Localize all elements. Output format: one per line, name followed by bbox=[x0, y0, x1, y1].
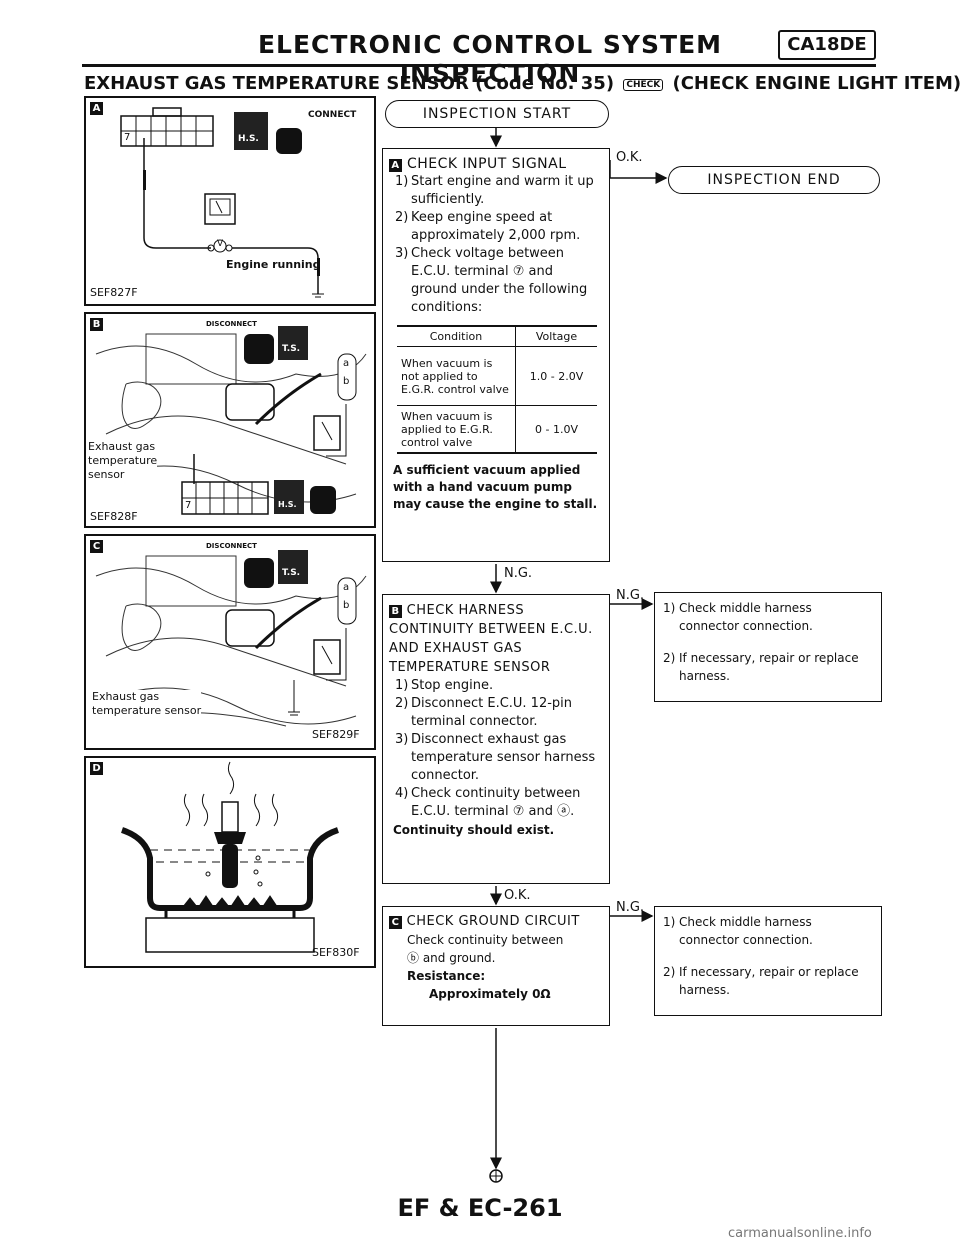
list-item: 1)Check middle harness connector connect… bbox=[663, 915, 813, 947]
step-a-title-row: A CHECK INPUT SIGNAL bbox=[389, 155, 603, 173]
step-c-title: CHECK GROUND CIRCUIT bbox=[406, 914, 580, 929]
ng-label: N.G. bbox=[504, 566, 533, 581]
heated-water-pot-illustration bbox=[120, 761, 340, 953]
subtitle-right: (CHECK ENGINE LIGHT ITEM) bbox=[672, 73, 960, 94]
list-item: 1)Check middle harness connector connect… bbox=[663, 601, 813, 633]
disconnect-label: DISCONNECT bbox=[206, 542, 257, 550]
engine-harness-illustration-c bbox=[95, 550, 367, 727]
hs-label: H.S. bbox=[278, 500, 297, 509]
figure-panel-b: B DISCONNECT T.S. a b Exhaust gas temper… bbox=[84, 312, 376, 528]
figure-code: SEF830F bbox=[312, 946, 360, 959]
sensor-callout-line: temperature bbox=[88, 454, 158, 467]
table-row: When vacuum is not applied to E.G.R. con… bbox=[397, 346, 597, 406]
list-item: 3)Disconnect exhaust gas temperature sen… bbox=[395, 732, 596, 783]
list-item: 2)If necessary, repair or replace harnes… bbox=[663, 965, 859, 997]
step-c-line: ⓑ and ground. bbox=[407, 951, 496, 965]
list-item: 2)If necessary, repair or replace harnes… bbox=[663, 651, 859, 683]
step-a-list: 1)Start engine and warm it up sufficient… bbox=[389, 173, 603, 317]
sensor-callout-line: Exhaust gas bbox=[92, 690, 160, 703]
step-b-list: 1)Stop engine. 2)Disconnect E.C.U. 12-pi… bbox=[389, 677, 603, 821]
list-item: 4)Check continuity between E.C.U. termin… bbox=[395, 786, 581, 819]
ng-action-box-1: 1)Check middle harness connector connect… bbox=[654, 592, 882, 702]
pin-b-label: b bbox=[343, 600, 350, 611]
list-item: 1)Start engine and warm it up sufficient… bbox=[395, 174, 594, 207]
step-a-note: A sufficient vacuum applied with a hand … bbox=[393, 463, 598, 511]
sensor-callout-line: temperature sensor bbox=[92, 704, 202, 717]
engine-code-badge: CA18DE bbox=[778, 30, 876, 60]
sensor-callout: Exhaust gas temperature sensor bbox=[88, 440, 158, 482]
ts-label: T.S. bbox=[282, 344, 301, 354]
ts-label: T.S. bbox=[282, 568, 301, 578]
voltage-condition-table: Condition Voltage When vacuum is not app… bbox=[397, 325, 597, 454]
list-item: 2)Keep engine speed at approximately 2,0… bbox=[395, 210, 581, 243]
panel-a-label: A bbox=[90, 102, 103, 115]
engine-running-caption: Engine running bbox=[226, 258, 321, 271]
engine-harness-illustration-b bbox=[95, 326, 367, 515]
step-c-line: Check continuity between bbox=[407, 933, 564, 947]
sensor-callout-line: Exhaust gas bbox=[88, 440, 156, 453]
table-row: When vacuum is applied to E.G.R. control… bbox=[397, 405, 597, 453]
connector-pin-7: 7 bbox=[185, 500, 192, 511]
table-header: Condition bbox=[397, 325, 516, 347]
check-engine-icon: CHECK bbox=[623, 79, 664, 91]
ok-label: O.K. bbox=[504, 888, 531, 903]
step-c-check-ground: C CHECK GROUND CIRCUIT Check continuity … bbox=[382, 906, 610, 1026]
step-b-note: Continuity should exist. bbox=[393, 823, 555, 837]
step-b-title: CHECK HARNESS CONTINUITY BETWEEN E.C.U. … bbox=[389, 603, 593, 675]
panel-c-label: C bbox=[90, 540, 103, 553]
header-rule bbox=[82, 64, 876, 67]
list-item: 3)Check voltage between E.C.U. terminal … bbox=[395, 246, 588, 315]
meter-symbol: V bbox=[217, 239, 224, 249]
figure-panel-c: C DISCONNECT T.S. a b Exhaust gas temper… bbox=[84, 534, 376, 750]
resistance-value: Approximately 0Ω bbox=[429, 987, 551, 1001]
ng-label: N.G. bbox=[616, 588, 645, 603]
hs-label: H.S. bbox=[238, 134, 259, 144]
figure-panel-a: A CONNECT H.S. 7 V Engine running SEF827… bbox=[84, 96, 376, 306]
subtitle-left: EXHAUST GAS TEMPERATURE SENSOR (Code No.… bbox=[84, 73, 615, 94]
step-b-badge: B bbox=[389, 605, 402, 618]
ng-action-box-2: 1)Check middle harness connector connect… bbox=[654, 906, 882, 1016]
list-item: 1)Stop engine. bbox=[395, 678, 494, 693]
step-a-title: CHECK INPUT SIGNAL bbox=[406, 156, 567, 172]
connector-pin-7: 7 bbox=[124, 132, 131, 143]
step-b-title-row: B CHECK HARNESS CONTINUITY BETWEEN E.C.U… bbox=[389, 601, 603, 677]
figure-code: SEF828F bbox=[90, 510, 138, 523]
sensor-callout-line: sensor bbox=[88, 468, 125, 481]
inspection-start: INSPECTION START bbox=[385, 100, 609, 128]
action-list: 1)Check middle harness connector connect… bbox=[657, 599, 875, 685]
list-item: 2)Disconnect E.C.U. 12-pin terminal conn… bbox=[395, 696, 573, 729]
pin-a-label: a bbox=[343, 582, 350, 593]
step-c-badge: C bbox=[389, 916, 402, 929]
page-title: ELECTRONIC CONTROL SYSTEM INSPECTION bbox=[257, 30, 723, 88]
figure-code: SEF829F bbox=[312, 728, 360, 741]
step-a-check-input-signal: A CHECK INPUT SIGNAL 1)Start engine and … bbox=[382, 148, 610, 562]
figure-code: SEF827F bbox=[90, 286, 138, 299]
sensor-callout: Exhaust gas temperature sensor bbox=[92, 690, 202, 718]
figure-panel-d: D SEF830F bbox=[84, 756, 376, 968]
section-subtitle: EXHAUST GAS TEMPERATURE SENSOR (Code No.… bbox=[84, 73, 960, 94]
watermark: carmanualsonline.info bbox=[728, 1226, 872, 1241]
step-c-title-row: C CHECK GROUND CIRCUIT bbox=[389, 913, 603, 931]
step-b-check-harness: B CHECK HARNESS CONTINUITY BETWEEN E.C.U… bbox=[382, 594, 610, 884]
resistance-label: Resistance: bbox=[407, 969, 486, 983]
panel-b-label: B bbox=[90, 318, 103, 331]
connect-label: CONNECT bbox=[308, 110, 357, 120]
disconnect-label: DISCONNECT bbox=[206, 320, 257, 328]
action-list: 1)Check middle harness connector connect… bbox=[657, 913, 875, 999]
meter-wiring-illustration bbox=[120, 107, 324, 298]
ok-label: O.K. bbox=[616, 150, 643, 165]
page-number: EF & EC-261 bbox=[397, 1194, 563, 1222]
pin-a-label: a bbox=[343, 358, 350, 369]
pin-b-label: b bbox=[343, 376, 350, 387]
ng-label: N.G. bbox=[616, 900, 645, 915]
step-a-badge: A bbox=[389, 159, 402, 172]
table-header: Voltage bbox=[515, 325, 597, 347]
panel-d-label: D bbox=[90, 762, 103, 775]
inspection-end: INSPECTION END bbox=[668, 166, 880, 194]
